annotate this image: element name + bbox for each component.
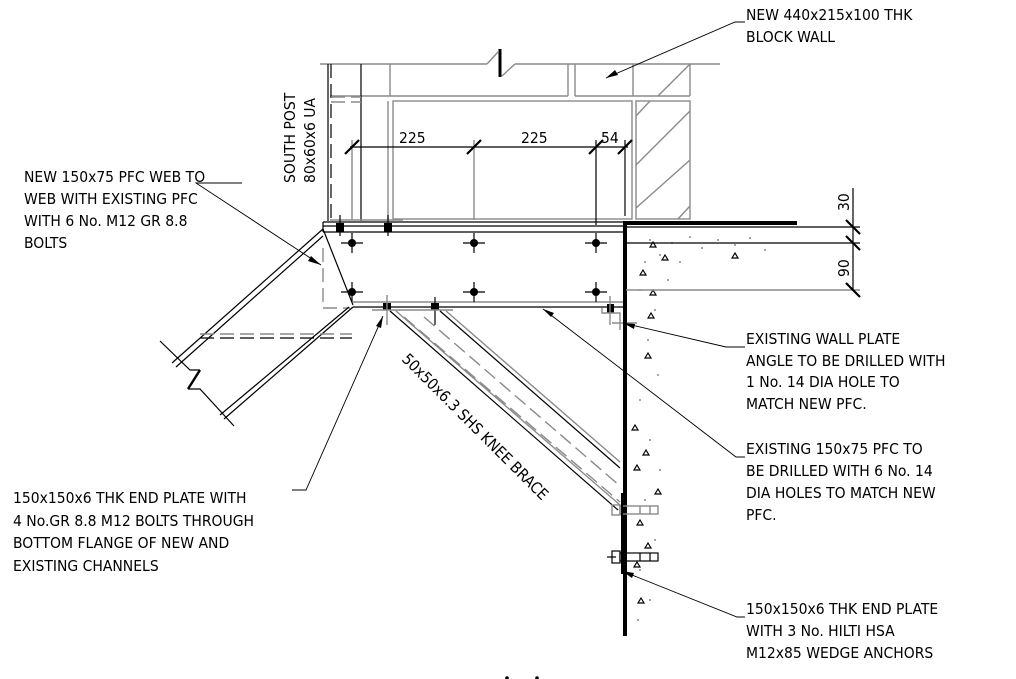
new-pfc: [322, 219, 625, 309]
bolt-icon: [585, 233, 607, 253]
note-existing-pfc: EXISTING 150x75 PFC TO BE DRILLED WITH 6…: [746, 440, 936, 524]
concrete-wall: [607, 221, 797, 636]
bolt-icon: [463, 233, 485, 253]
bolt-icon: [585, 282, 607, 302]
south-post: [327, 64, 362, 221]
bottom-marks: [505, 676, 539, 679]
note-block-wall: NEW 440x215x100 THK BLOCK WALL: [746, 6, 913, 46]
note-line: EXISTING WALL PLATE: [746, 330, 900, 348]
bolt-icon: [341, 282, 363, 302]
note-line: 4 No.GR 8.8 M12 BOLTS THROUGH: [13, 512, 254, 530]
dim-54: 54: [601, 129, 619, 147]
note-line: M12x85 WEDGE ANCHORS: [746, 644, 933, 662]
note-line: EXISTING CHANNELS: [13, 557, 159, 575]
note-line: BOTTOM FLANGE OF NEW AND: [13, 534, 229, 552]
dim-30: 30: [835, 193, 853, 211]
knee-brace: 50x50x6.3 SHS KNEE BRACE: [389, 310, 621, 511]
bolt-icon: [336, 215, 344, 236]
note-line: NEW 150x75 PFC WEB TO: [24, 168, 205, 186]
wedge-anchor-icon: [607, 550, 659, 564]
break-line-icon: [159, 340, 235, 427]
block-wall: [320, 49, 720, 220]
dim-90: 90: [835, 259, 853, 277]
dim-225-a: 225: [399, 129, 426, 147]
note-end-plate-anchors: 150x150x6 THK END PLATE WITH 3 No. HILTI…: [746, 600, 938, 662]
bolts: [336, 215, 637, 330]
note-line: EXISTING 150x75 PFC TO: [746, 440, 923, 458]
note-line: BOLTS: [24, 234, 67, 252]
note-line: SOUTH POST: [281, 92, 299, 183]
note-line: MATCH NEW PFC.: [746, 395, 867, 413]
bolt-icon: [341, 233, 363, 253]
note-line: PFC.: [746, 506, 777, 524]
dimension-horizontal: 225 225 54: [344, 129, 633, 225]
wedge-anchor-icon: [611, 504, 659, 516]
note-line: BE DRILLED WITH 6 No. 14: [746, 462, 933, 480]
bolt-icon: [607, 296, 614, 325]
note-line: 1 No. 14 DIA HOLE TO: [746, 373, 900, 391]
note-line: WITH 3 No. HILTI HSA: [746, 622, 895, 640]
note-south-post: SOUTH POST 80x60x6 UA: [281, 92, 319, 183]
knee-brace-label: 50x50x6.3 SHS KNEE BRACE: [398, 350, 552, 504]
bolt-icon: [384, 215, 392, 236]
bolt-icon: [463, 282, 485, 302]
bolt-icon: [431, 297, 439, 325]
note-line: WITH 6 No. M12 GR 8.8: [24, 212, 187, 230]
dim-225-b: 225: [521, 129, 548, 147]
note-line: WEB WITH EXISTING PFC: [24, 190, 198, 208]
note-line: ANGLE TO BE DRILLED WITH: [746, 352, 945, 370]
note-end-plate-bolts: 150x150x6 THK END PLATE WITH 4 No.GR 8.8…: [13, 489, 254, 575]
leaders: [194, 21, 745, 618]
note-line: 150x150x6 THK END PLATE WITH: [13, 489, 247, 507]
note-line: 150x150x6 THK END PLATE: [746, 600, 938, 618]
note-line: DIA HOLES TO MATCH NEW: [746, 484, 936, 502]
note-line: 80x60x6 UA: [301, 98, 319, 183]
note-line: BLOCK WALL: [746, 28, 835, 46]
note-wall-plate: EXISTING WALL PLATE ANGLE TO BE DRILLED …: [746, 330, 945, 413]
dimension-vertical: 30 90: [626, 188, 861, 298]
note-line: NEW 440x215x100 THK: [746, 6, 913, 24]
note-new-pfc: NEW 150x75 PFC WEB TO WEB WITH EXISTING …: [24, 168, 205, 252]
existing-raked-beam: [159, 228, 354, 427]
break-line-icon: [486, 49, 516, 77]
